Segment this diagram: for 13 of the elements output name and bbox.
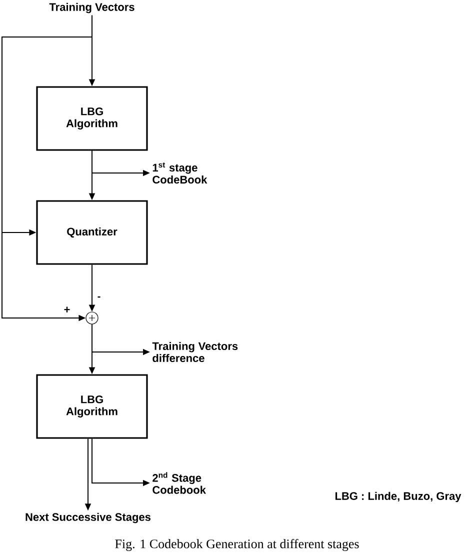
text-label: 2$^{nd}$ Stage Codebook [152,472,206,494]
caption: Fig. 1 Codebook Generation at different stages [115,539,359,551]
sign-label: + [64,306,70,312]
process-box: LBG Algorithm [36,86,148,151]
sign-label: - [98,296,100,298]
summing-junction [86,312,98,324]
process-box: Quantizer [36,200,148,265]
text-label: Training Vectors [49,2,134,14]
text-label: Next Successive Stages [26,512,150,524]
text-label: 1$^{st}$ stage CodeBook [152,162,208,184]
note: LBG : Linde, Buzo, Gray [335,492,462,502]
process-box: LBG Algorithm [36,374,148,439]
text-label: Training Vectors difference [152,342,238,362]
